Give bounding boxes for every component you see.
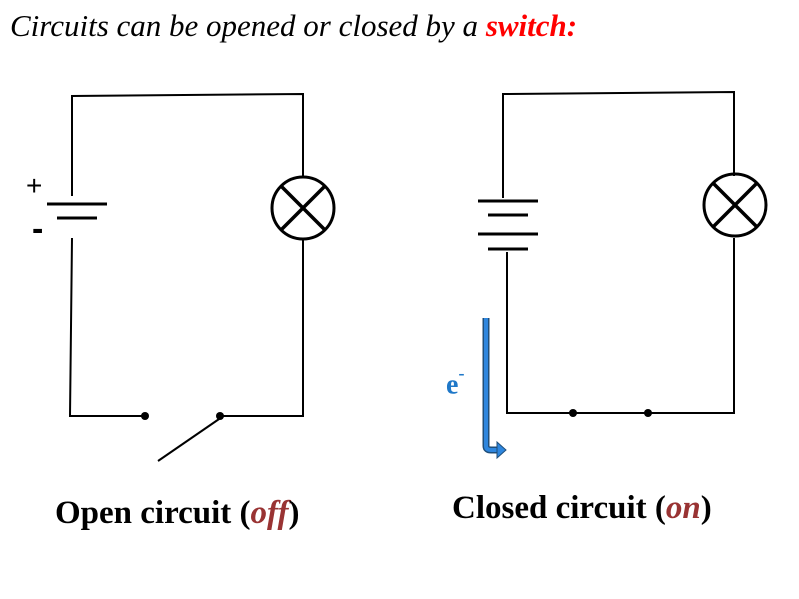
closed-circuit-caption-prefix: Closed circuit ( — [452, 490, 666, 526]
closed-circuit-caption: Closed circuit (on) — [452, 490, 712, 527]
open-circuit-switch-contact-right — [216, 412, 224, 420]
open-circuit-switch-lever — [157, 416, 223, 462]
closed-circuit-lamp-cross-b — [711, 181, 759, 229]
closed-circuit-switch-contact-right — [644, 409, 652, 417]
open-circuit-diagram — [47, 92, 336, 462]
open-circuit-caption-suffix: ) — [288, 495, 300, 531]
open-circuit-lamp — [270, 175, 336, 241]
open-circuit-caption: Open circuit (off) — [55, 495, 299, 532]
open-circuit-wire-right — [220, 240, 304, 417]
closed-circuit-diagram — [478, 90, 768, 414]
title-text: Circuits can be opened or closed by a — [10, 8, 486, 43]
open-circuit-wire-top — [71, 92, 304, 178]
title-accent: switch: — [485, 8, 578, 43]
open-circuit-lamp-cross-b — [279, 184, 327, 232]
open-circuit-caption-prefix: Open circuit ( — [55, 495, 251, 531]
open-circuit-wire-left — [68, 237, 145, 417]
open-circuit-state: off — [250, 495, 289, 531]
electron-label-base: e — [446, 369, 459, 401]
closed-circuit-wire-top — [502, 90, 735, 198]
electron-label: e- — [446, 363, 464, 401]
open-circuit-switch-contact-left — [141, 412, 149, 420]
electron-label-superscript: - — [458, 363, 465, 383]
battery-plus-sign: + — [26, 170, 43, 201]
closed-circuit-wire-left — [506, 238, 735, 414]
battery-minus-sign: - — [32, 210, 44, 248]
closed-circuit-switch-contact-left — [569, 409, 577, 417]
closed-circuit-caption-suffix: ) — [700, 490, 712, 526]
closed-circuit-state: on — [665, 490, 701, 526]
electron-flow-arrow — [482, 318, 507, 460]
slide-title: Circuits can be opened or closed by a sw… — [10, 8, 577, 44]
closed-circuit-lamp — [702, 172, 768, 238]
